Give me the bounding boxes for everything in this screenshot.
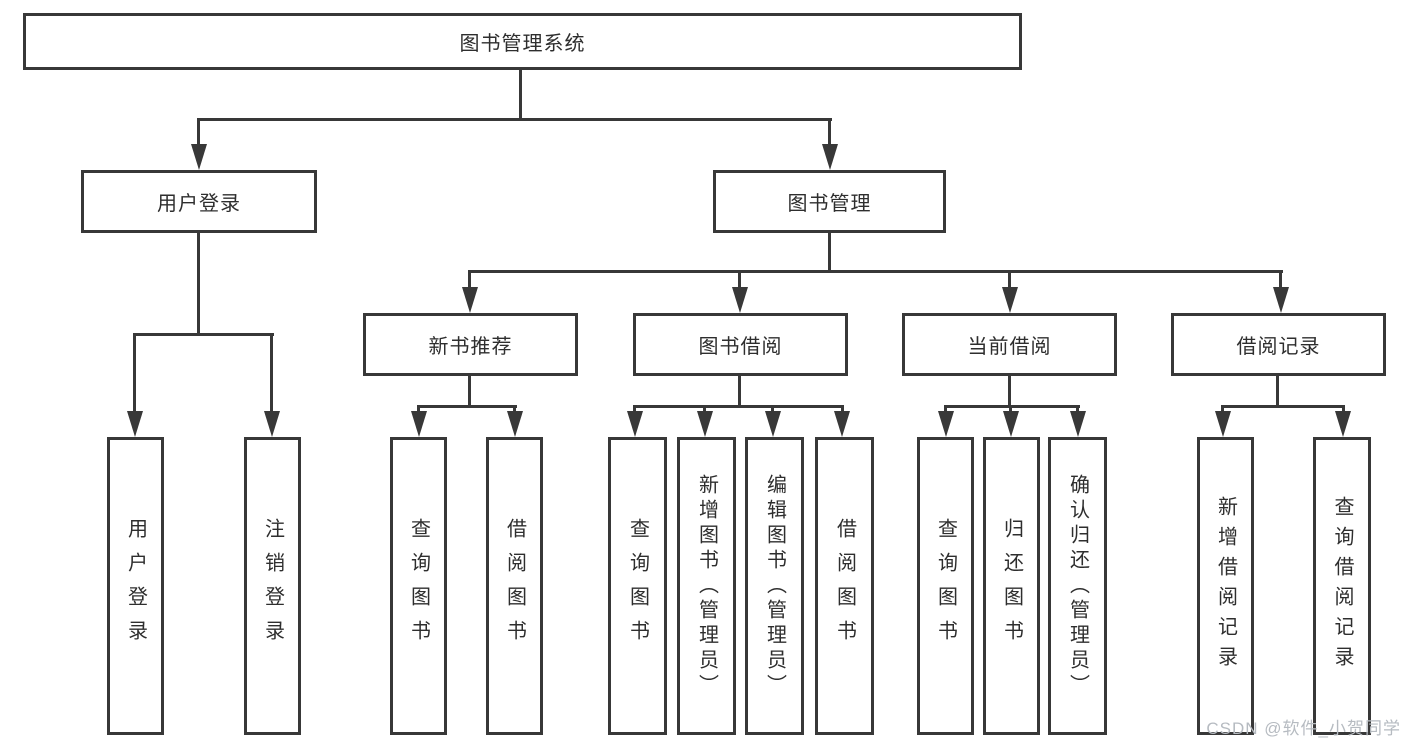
leaf-return-books: 归还图书	[983, 437, 1040, 735]
node-label: 新书推荐	[428, 336, 513, 358]
node-label: 图书借阅	[698, 336, 783, 358]
connector-line	[270, 333, 273, 413]
leaf-label: 查询图书	[934, 518, 957, 654]
connector-line	[828, 233, 831, 273]
leaf-confirm-return-admin: 确认归还（管理员）	[1048, 437, 1107, 735]
connector-line	[1008, 376, 1011, 408]
connector-line	[944, 405, 947, 413]
connector-line	[841, 405, 844, 413]
arrowhead-icon	[1070, 411, 1086, 437]
connector-line	[1009, 405, 1012, 413]
connector-line	[634, 405, 844, 408]
connector-line	[1076, 405, 1079, 413]
connector-line	[1221, 405, 1224, 413]
connector-line	[468, 270, 471, 290]
arrowhead-icon	[127, 411, 143, 437]
leaf-query-books-current: 查询图书	[917, 437, 974, 735]
connector-line	[197, 233, 200, 336]
connector-line	[1008, 270, 1011, 290]
arrowhead-icon	[834, 411, 850, 437]
leaf-label: 查询借阅记录	[1331, 496, 1353, 676]
node-label: 用户登录	[157, 193, 241, 215]
arrowhead-icon	[411, 411, 427, 437]
csdn-watermark: CSDN @软件_小贺同学	[1206, 719, 1401, 738]
leaf-user-login: 用户登录	[107, 437, 164, 735]
node-new-book-recommend: 新书推荐	[363, 313, 578, 376]
connector-line	[519, 70, 522, 120]
node-borrow-records: 借阅记录	[1171, 313, 1386, 376]
node-current-borrow: 当前借阅	[902, 313, 1117, 376]
arrowhead-icon	[822, 144, 838, 170]
connector-line	[197, 118, 200, 146]
connector-line	[828, 118, 831, 146]
node-label: 当前借阅	[967, 336, 1052, 358]
leaf-label: 新增借阅记录	[1214, 496, 1237, 676]
arrowhead-icon	[507, 411, 523, 437]
connector-line	[1279, 270, 1282, 290]
leaf-label: 归还图书	[1000, 518, 1023, 654]
arrowhead-icon	[765, 411, 781, 437]
arrowhead-icon	[732, 287, 748, 313]
node-label: 图书管理	[787, 193, 872, 215]
node-book-borrow: 图书借阅	[633, 313, 848, 376]
connector-line	[738, 270, 741, 290]
arrowhead-icon	[191, 144, 207, 170]
leaf-borrow-books: 借阅图书	[815, 437, 874, 735]
node-label: 借阅记录	[1236, 336, 1321, 358]
arrowhead-icon	[1273, 287, 1289, 313]
arrowhead-icon	[264, 411, 280, 437]
connector-line	[738, 376, 741, 408]
leaf-query-borrow-record: 查询借阅记录	[1313, 437, 1371, 735]
connector-line	[633, 405, 636, 413]
connector-line	[468, 376, 471, 408]
leaf-label: 借阅图书	[503, 518, 526, 654]
arrowhead-icon	[1002, 287, 1018, 313]
node-book-management: 图书管理	[713, 170, 946, 233]
leaf-logout: 注销登录	[244, 437, 301, 735]
connector-line	[134, 333, 274, 336]
leaf-label: 注销登录	[261, 518, 284, 654]
arrowhead-icon	[627, 411, 643, 437]
node-user-login: 用户登录	[81, 170, 317, 233]
connector-line	[418, 405, 517, 408]
leaf-edit-books-admin: 编辑图书（管理员）	[745, 437, 804, 735]
connector-line	[771, 405, 774, 413]
connector-line	[1342, 405, 1345, 413]
connector-line	[133, 333, 136, 413]
leaf-label: 查询图书	[407, 518, 430, 654]
arrowhead-icon	[938, 411, 954, 437]
leaf-query-books-recommend: 查询图书	[390, 437, 447, 735]
arrowhead-icon	[462, 287, 478, 313]
leaf-add-books-admin: 新增图书（管理员）	[677, 437, 736, 735]
node-library-management-system: 图书管理系统	[23, 13, 1022, 70]
leaf-label: 借阅图书	[833, 518, 856, 654]
connector-line	[513, 405, 516, 413]
connector-line	[1222, 405, 1345, 408]
connector-line	[417, 405, 420, 413]
leaf-query-books-borrow: 查询图书	[608, 437, 667, 735]
node-label: 图书管理系统	[459, 33, 586, 55]
connector-line	[945, 405, 1080, 408]
leaf-label: 用户登录	[124, 518, 147, 654]
leaf-borrow-books-recommend: 借阅图书	[486, 437, 543, 735]
leaf-label: 新增图书（管理员）	[695, 473, 718, 699]
leaf-label: 查询图书	[626, 518, 649, 654]
arrowhead-icon	[697, 411, 713, 437]
connector-line	[198, 118, 832, 121]
connector-line	[703, 405, 706, 413]
arrowhead-icon	[1215, 411, 1231, 437]
leaf-label: 编辑图书（管理员）	[763, 473, 786, 699]
arrowhead-icon	[1003, 411, 1019, 437]
arrowhead-icon	[1335, 411, 1351, 437]
leaf-label: 确认归还（管理员）	[1066, 473, 1089, 699]
connector-line	[1276, 376, 1279, 408]
connector-line	[469, 270, 1283, 273]
leaf-add-borrow-record: 新增借阅记录	[1197, 437, 1254, 735]
